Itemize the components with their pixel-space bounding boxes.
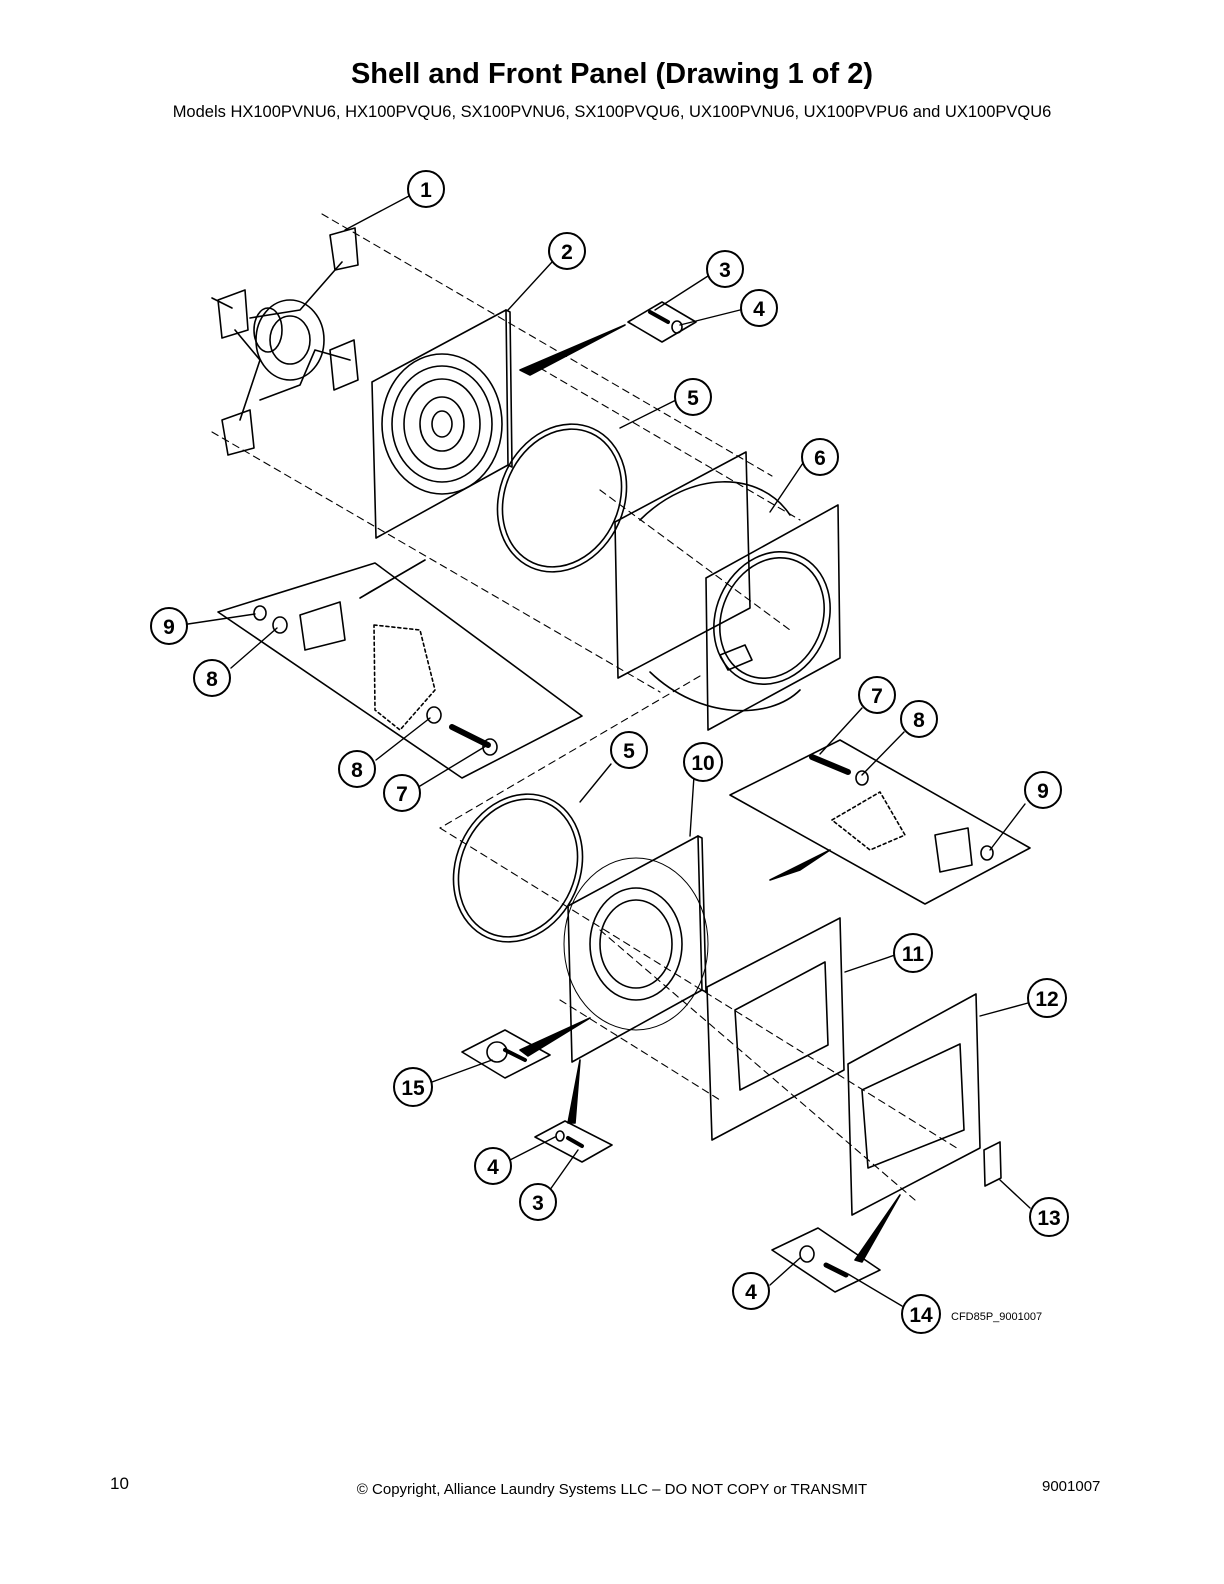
- callout-7: 7: [396, 783, 408, 806]
- callout-3: 3: [532, 1192, 544, 1215]
- page-title: Shell and Front Panel (Drawing 1 of 2): [350, 58, 874, 90]
- part-11-frame: [706, 917, 845, 1141]
- part-13-label: [983, 1141, 1002, 1187]
- part-10-front-panel: [563, 835, 709, 1063]
- callout-10: 10: [691, 752, 714, 775]
- part-1-bearing-bracket: [211, 227, 359, 456]
- copyright-notice: © Copyright, Alliance Laundry Systems LL…: [356, 1481, 868, 1498]
- models-subtitle: Models HX100PVNU6, HX100PVQU6, SX100PVNU…: [172, 103, 1052, 121]
- callout-8: 8: [206, 668, 218, 691]
- callout-circles: [150, 170, 1069, 1334]
- inset-top-fastener: [519, 301, 697, 376]
- inset-lower-fastener: [534, 1059, 613, 1163]
- inset-right-hardware: [729, 739, 1031, 905]
- callout-3: 3: [719, 259, 731, 282]
- callout-1: 1: [420, 179, 432, 202]
- callout-14: 14: [909, 1304, 933, 1327]
- inset-left-hardware: [217, 559, 583, 779]
- callout-9: 9: [1037, 780, 1049, 803]
- callout-9: 9: [163, 616, 175, 639]
- callout-12: 12: [1035, 988, 1058, 1011]
- document-number: 9001007: [1042, 1478, 1101, 1495]
- callout-labels: 1 2 3 4 5 6 9 8 8 7 7 8 5 10 9 11 12 15 …: [163, 179, 1061, 1327]
- callout-11: 11: [902, 943, 925, 966]
- callout-4: 4: [753, 298, 765, 321]
- part-2-rear-panel: [371, 309, 513, 539]
- callout-13: 13: [1037, 1207, 1060, 1230]
- inset-foot-15: [461, 1017, 591, 1079]
- part-6-shell: [614, 451, 841, 731]
- page-number: 10: [110, 1474, 129, 1493]
- leader-lines: [187, 195, 1031, 1307]
- callout-5: 5: [687, 387, 699, 410]
- callout-8: 8: [351, 759, 363, 782]
- inset-bottom-fastener: [771, 1194, 901, 1293]
- assembly-centerlines: [211, 213, 961, 1201]
- callout-8: 8: [913, 709, 925, 732]
- callout-2: 2: [561, 241, 573, 264]
- callout-4: 4: [487, 1156, 499, 1179]
- part-5-gasket-lower: [452, 793, 584, 943]
- part-5-gasket-upper: [496, 423, 628, 573]
- drawing-id: CFD85P_9001007: [951, 1311, 1042, 1323]
- callout-15: 15: [401, 1077, 425, 1100]
- callout-5: 5: [623, 740, 635, 763]
- callout-7: 7: [871, 685, 883, 708]
- callout-4: 4: [745, 1281, 757, 1304]
- part-12-cover: [847, 993, 981, 1216]
- callout-6: 6: [814, 447, 826, 470]
